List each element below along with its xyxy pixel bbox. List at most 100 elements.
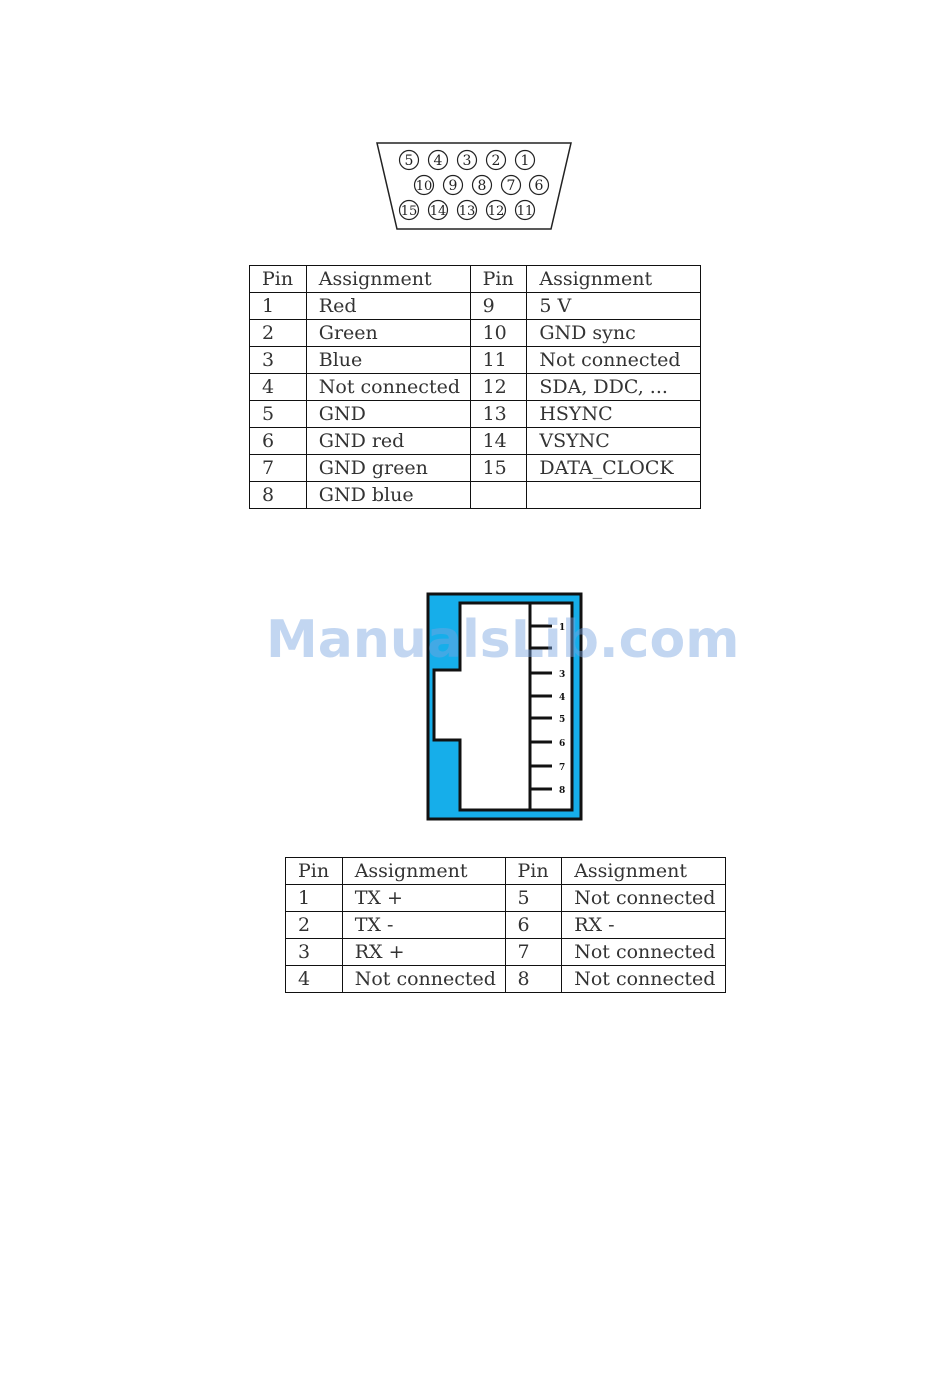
vga-pin: 1 xyxy=(514,149,536,171)
pin-cell: 13 xyxy=(469,400,528,428)
assignment-cell: Not connected xyxy=(341,965,506,993)
header-cell: Pin xyxy=(249,265,307,293)
assignment-cell: Not connected xyxy=(561,938,726,966)
pin-cell: 9 xyxy=(469,292,528,320)
svg-text:7: 7 xyxy=(507,178,516,194)
table-header-row: Pin Assignment Pin Assignment xyxy=(285,857,726,885)
pin-cell: 3 xyxy=(285,938,343,966)
assignment-cell: VSYNC xyxy=(526,427,701,455)
svg-text:4: 4 xyxy=(434,153,443,169)
table-row: 4 Not connected 12 SDA, DDC, ... xyxy=(249,373,701,401)
vga-pin: 10 xyxy=(413,174,435,196)
vga-pin: 6 xyxy=(528,174,550,196)
pin-cell: 3 xyxy=(249,346,307,374)
header-cell: Pin xyxy=(285,857,343,885)
table-row: 8 GND blue xyxy=(249,481,701,509)
svg-text:12: 12 xyxy=(488,204,505,219)
assignment-cell: RX + xyxy=(341,938,506,966)
svg-text:11: 11 xyxy=(517,204,534,219)
vga-pin: 8 xyxy=(471,174,493,196)
rj45-connector-cavity xyxy=(432,601,574,812)
svg-text:13: 13 xyxy=(459,204,476,219)
table-row: 3 Blue 11 Not connected xyxy=(249,346,701,374)
table-row: 2 Green 10 GND sync xyxy=(249,319,701,347)
table-row: 6 GND red 14 VSYNC xyxy=(249,427,701,455)
vga-pin: 12 xyxy=(485,199,507,221)
table-row: 7 GND green 15 DATA_CLOCK xyxy=(249,454,701,482)
pin-cell: 12 xyxy=(469,373,528,401)
table-header-row: Pin Assignment Pin Assignment xyxy=(249,265,701,293)
table-row: 4 Not connected 8 Not connected xyxy=(285,965,726,993)
assignment-cell: Not connected xyxy=(526,346,701,374)
pin-cell: 4 xyxy=(249,373,307,401)
vga-pin: 5 xyxy=(398,149,420,171)
assignment-cell: Not connected xyxy=(561,884,726,912)
table-row: 1 Red 9 5 V xyxy=(249,292,701,320)
svg-text:9: 9 xyxy=(449,178,458,194)
assignment-cell: SDA, DDC, ... xyxy=(526,373,701,401)
header-cell: Pin xyxy=(469,265,528,293)
vga-pin: 11 xyxy=(514,199,536,221)
header-cell: Assignment xyxy=(305,265,471,293)
vga-pin: 3 xyxy=(456,149,478,171)
vga-pin-group: 5 4 3 2 1 10 9 8 xyxy=(398,149,550,221)
table-row: 5 GND 13 HSYNC xyxy=(249,400,701,428)
header-cell: Assignment xyxy=(526,265,701,293)
assignment-cell: TX + xyxy=(341,884,506,912)
pin-cell: 4 xyxy=(285,965,343,993)
assignment-cell: GND green xyxy=(305,454,471,482)
vga-pin: 13 xyxy=(456,199,478,221)
assignment-cell: DATA_CLOCK xyxy=(526,454,701,482)
pin-cell: 15 xyxy=(469,454,528,482)
assignment-cell: 5 V xyxy=(526,292,701,320)
rj45-contacts xyxy=(530,624,552,791)
assignment-cell: HSYNC xyxy=(526,400,701,428)
table-row: 3 RX + 7 Not connected xyxy=(285,938,726,966)
vga-pin: 15 xyxy=(398,199,420,221)
pin-cell: 5 xyxy=(249,400,307,428)
assignment-cell: Not connected xyxy=(561,965,726,993)
rj45-pin-label: 3 xyxy=(559,670,565,680)
pin-cell: 6 xyxy=(249,427,307,455)
pin-cell: 5 xyxy=(504,884,563,912)
svg-text:8: 8 xyxy=(478,178,487,194)
pin-cell: 10 xyxy=(469,319,528,347)
assignment-cell: GND red xyxy=(305,427,471,455)
rj45-pin-label: 6 xyxy=(559,739,565,749)
header-cell: Assignment xyxy=(561,857,726,885)
pin-cell: 7 xyxy=(504,938,563,966)
vga-pin: 4 xyxy=(427,149,449,171)
pin-cell: 1 xyxy=(285,884,343,912)
assignment-cell: GND sync xyxy=(526,319,701,347)
pin-cell: 2 xyxy=(285,911,343,939)
assignment-cell: GND xyxy=(305,400,471,428)
assignment-cell: Blue xyxy=(305,346,471,374)
rj45-pin-table: Pin Assignment Pin Assignment 1 TX + 5 N… xyxy=(285,857,726,993)
svg-text:3: 3 xyxy=(463,153,472,169)
rj45-pin-label: 1 xyxy=(559,623,565,633)
svg-text:1: 1 xyxy=(521,153,530,169)
pin-cell: 8 xyxy=(249,481,307,509)
svg-text:5: 5 xyxy=(405,153,414,169)
pin-cell: 11 xyxy=(469,346,528,374)
assignment-cell: TX - xyxy=(341,911,506,939)
vga-pin: 7 xyxy=(500,174,522,196)
rj45-pin-label: 7 xyxy=(559,763,565,773)
vga-pin-table: Pin Assignment Pin Assignment 1 Red 9 5 … xyxy=(249,265,701,509)
rj45-connector-diagram: 1 3 4 5 6 7 8 xyxy=(426,592,583,821)
svg-text:15: 15 xyxy=(401,204,418,219)
header-cell: Pin xyxy=(504,857,563,885)
pin-cell: 14 xyxy=(469,427,528,455)
vga-pin: 9 xyxy=(442,174,464,196)
svg-text:6: 6 xyxy=(535,178,544,194)
pin-cell xyxy=(469,481,528,509)
pin-cell: 7 xyxy=(249,454,307,482)
svg-text:14: 14 xyxy=(430,204,447,219)
assignment-cell xyxy=(526,481,701,509)
pin-cell: 2 xyxy=(249,319,307,347)
table-row: 2 TX - 6 RX - xyxy=(285,911,726,939)
assignment-cell: Red xyxy=(305,292,471,320)
header-cell: Assignment xyxy=(341,857,506,885)
pin-cell: 1 xyxy=(249,292,307,320)
vga-pin: 2 xyxy=(485,149,507,171)
